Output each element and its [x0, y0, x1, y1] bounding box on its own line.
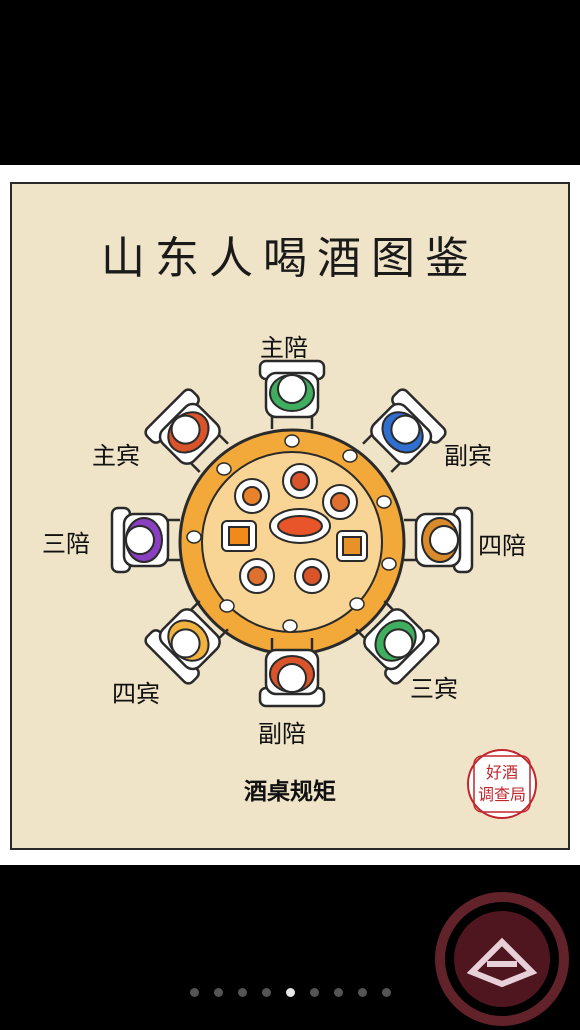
chair-fubin: [362, 388, 447, 473]
top-black-bar: [0, 0, 580, 165]
carousel-dot[interactable]: [213, 988, 223, 997]
seal-stamp: 好酒 调查局: [467, 749, 537, 819]
seat-label-sanbin: 三宾: [410, 675, 458, 703]
chair-sipei: [404, 506, 474, 574]
chair-fupei: [258, 638, 326, 708]
chair-sanpei: [110, 506, 180, 574]
svg-text:调查局: 调查局: [478, 785, 526, 804]
seat-label-fupei: 副陪: [258, 720, 306, 748]
svg-text:好酒: 好酒: [486, 763, 518, 782]
seating-diagram: 好酒 调查局: [110, 359, 537, 819]
chair-zhubin: [144, 388, 229, 473]
carousel-dot[interactable]: [309, 988, 319, 997]
watermark-logo: [435, 892, 569, 1026]
seat-label-fubin: 副宾: [444, 442, 492, 470]
seat-label-sanpei: 三陪: [42, 530, 90, 558]
carousel-dot[interactable]: [237, 988, 247, 997]
carousel-dot[interactable]: [333, 988, 343, 997]
seat-label-zhupei: 主陪: [260, 334, 308, 362]
carousel-dot[interactable]: [357, 988, 367, 997]
chair-sanbin: [355, 600, 440, 685]
carousel-indicator[interactable]: [0, 988, 580, 1000]
carousel-dot[interactable]: [285, 988, 295, 997]
poster-card[interactable]: 山东人喝酒图鉴: [10, 182, 570, 850]
poster-title: 山东人喝酒图鉴: [101, 233, 479, 284]
chair-zhupei: [258, 359, 326, 429]
round-table: [178, 428, 406, 656]
carousel-dot[interactable]: [261, 988, 271, 997]
carousel-dot[interactable]: [189, 988, 199, 997]
chair-sibin: [144, 600, 229, 685]
poster-caption: 酒桌规矩: [244, 778, 336, 805]
seat-label-sibin: 四宾: [112, 680, 160, 708]
seat-label-zhubin: 主宾: [92, 442, 140, 470]
carousel-dot[interactable]: [381, 988, 391, 997]
seat-label-sipei: 四陪: [478, 532, 526, 560]
